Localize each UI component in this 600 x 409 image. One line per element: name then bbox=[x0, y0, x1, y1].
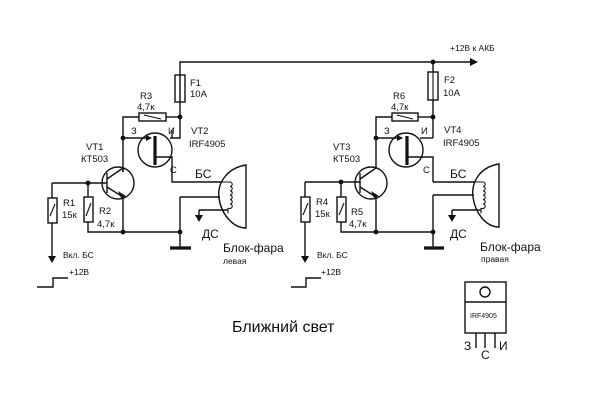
package-part: IRF4905 bbox=[470, 313, 497, 320]
resistor-ref: R3 bbox=[140, 91, 152, 102]
pin-drain: С bbox=[423, 165, 430, 176]
pin-source: И bbox=[168, 126, 175, 137]
package-pin-gate: З bbox=[464, 339, 471, 353]
headlight-side: левая bbox=[223, 256, 247, 266]
mosfet-vt4 bbox=[388, 132, 424, 168]
pin-drain: С bbox=[170, 165, 177, 176]
supply-label: +12В к АКБ bbox=[450, 43, 495, 53]
pin-source: И bbox=[421, 126, 428, 137]
resistor-ref: R5 bbox=[351, 207, 363, 218]
pin-gate: З bbox=[384, 126, 390, 137]
diagram-title: Ближний свет bbox=[232, 319, 335, 336]
lamp-low-label: ДС bbox=[450, 227, 467, 241]
arrow-right-icon bbox=[470, 58, 478, 66]
mosfet-vt2 bbox=[137, 132, 173, 168]
package-pin-drain: С bbox=[481, 348, 490, 362]
resistor-value: 4,7к bbox=[137, 102, 155, 113]
bjt-part: КТ503 bbox=[81, 154, 108, 165]
lamp-high-label: БС bbox=[195, 167, 212, 181]
resistor-ref: R4 bbox=[316, 197, 328, 208]
mosfet-part: IRF4905 bbox=[443, 138, 479, 149]
bjt-ref: VT3 bbox=[333, 142, 350, 153]
fuse-ref: F2 bbox=[444, 75, 455, 86]
resistor-value: 15к bbox=[315, 209, 331, 220]
arrow-down-icon bbox=[301, 256, 309, 263]
input-level: +12В bbox=[69, 267, 89, 277]
mounting-hole-icon bbox=[479, 286, 491, 298]
package-pin-source: И bbox=[499, 339, 508, 353]
input-label: Вкл. БС bbox=[317, 250, 348, 260]
headlight-name: Блок-фара bbox=[480, 240, 541, 254]
resistor-value: 4,7к bbox=[349, 219, 367, 230]
headlight-side: правая bbox=[481, 254, 509, 264]
resistor-value: 15к bbox=[62, 210, 78, 221]
resistor-ref: R1 bbox=[63, 198, 75, 209]
pin-gate: З bbox=[131, 126, 137, 137]
resistor-value: 4,7к bbox=[391, 102, 409, 113]
arrow-down-icon bbox=[48, 256, 56, 263]
headlight-name: Блок-фара bbox=[223, 241, 284, 255]
resistor-value: 4,7к bbox=[97, 219, 115, 230]
mosfet-ref: VT4 bbox=[444, 125, 461, 136]
bjt-ref: VT1 bbox=[86, 142, 103, 153]
mosfet-ref: VT2 bbox=[191, 126, 208, 137]
fuse-value: 10А bbox=[190, 89, 208, 100]
headlight-lamp bbox=[218, 164, 247, 229]
package-to220: IRF4905 З С И bbox=[464, 281, 508, 362]
fuse-value: 10А bbox=[443, 88, 461, 99]
fuse-ref: F1 bbox=[190, 78, 201, 89]
headlight-lamp bbox=[472, 163, 500, 228]
mosfet-part: IRF4905 bbox=[189, 139, 225, 150]
left-channel: F1 10А R3 4,7к З И С VT2 IRF4905 VT1 КТ5… bbox=[37, 74, 284, 288]
input-label: Вкл. БС bbox=[63, 250, 94, 260]
lamp-low-label: ДС bbox=[202, 227, 219, 241]
resistor-ref: R2 bbox=[99, 206, 111, 217]
bjt-part: КТ503 bbox=[333, 154, 360, 165]
right-channel: F2 10А R6 4,7к З И С VT4 IRF4905 VT3 КТ5… bbox=[291, 62, 541, 288]
input-level: +12В bbox=[321, 267, 341, 277]
resistor-ref: R6 bbox=[393, 91, 405, 102]
bjt-vt3 bbox=[354, 166, 388, 200]
lamp-high-label: БС bbox=[450, 167, 467, 181]
